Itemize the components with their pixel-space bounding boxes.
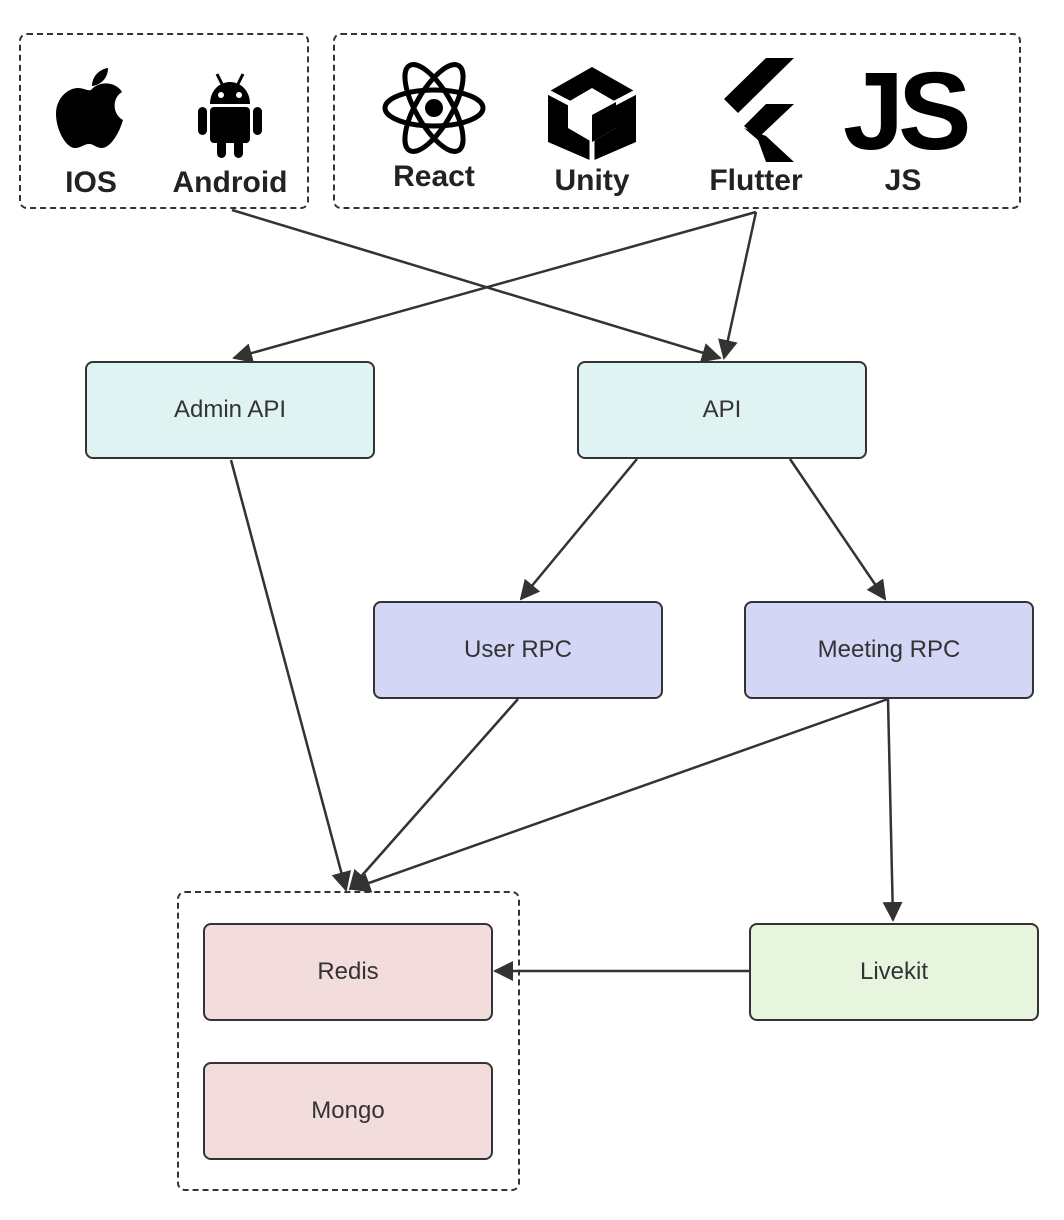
platform-flutter: Flutter (696, 58, 816, 198)
edge-api-to-meeting-rpc (788, 458, 887, 601)
unity-icon (546, 67, 638, 161)
node-api[interactable]: API (577, 361, 867, 459)
native-platforms-group (19, 33, 309, 209)
edge-api-to-user-rpc (519, 458, 638, 601)
flutter-icon (724, 58, 794, 162)
edge-frameworks-to-api (718, 211, 758, 360)
node-mongo[interactable]: Mongo (203, 1062, 493, 1160)
edge-admin-api-to-storage (229, 459, 352, 892)
node-meeting-rpc[interactable]: Meeting RPC (744, 601, 1034, 699)
platform-label: IOS (65, 166, 117, 199)
platform-label: Flutter (709, 164, 803, 197)
node-label: API (702, 396, 742, 423)
apple-icon (56, 68, 123, 148)
android-icon (198, 73, 262, 158)
edge-meeting-rpc-to-storage (350, 697, 889, 893)
platform-label: React (393, 160, 475, 193)
platform-android: Android (170, 64, 290, 200)
node-user-rpc[interactable]: User RPC (373, 601, 663, 699)
edge-native-to-api (231, 208, 722, 363)
react-icon (382, 62, 486, 154)
platform-js: JS JS (843, 50, 972, 198)
node-label: Meeting RPC (817, 636, 961, 663)
edge-frameworks-to-admin-api (232, 210, 757, 363)
js-icon: JS (843, 50, 972, 173)
platform-label: JS (884, 164, 922, 197)
platform-label: Unity (554, 164, 630, 197)
framework-platforms-group (333, 33, 1021, 209)
node-label: User RPC (463, 636, 572, 663)
node-livekit[interactable]: Livekit (749, 923, 1039, 1021)
edge-meeting-rpc-to-livekit (882, 698, 903, 922)
edge-user-rpc-to-storage (348, 698, 519, 891)
storage-group (177, 891, 520, 1191)
platform-ios: IOS (31, 64, 151, 200)
node-label: Livekit (859, 958, 929, 985)
node-label: Redis (317, 958, 379, 985)
node-admin-api[interactable]: Admin API (85, 361, 375, 459)
platform-label: Android (172, 166, 288, 199)
node-label: Mongo (311, 1097, 385, 1124)
node-label: Admin API (173, 396, 287, 423)
node-redis[interactable]: Redis (203, 923, 493, 1021)
platform-unity: Unity (532, 62, 652, 198)
platform-react: React (374, 58, 494, 194)
